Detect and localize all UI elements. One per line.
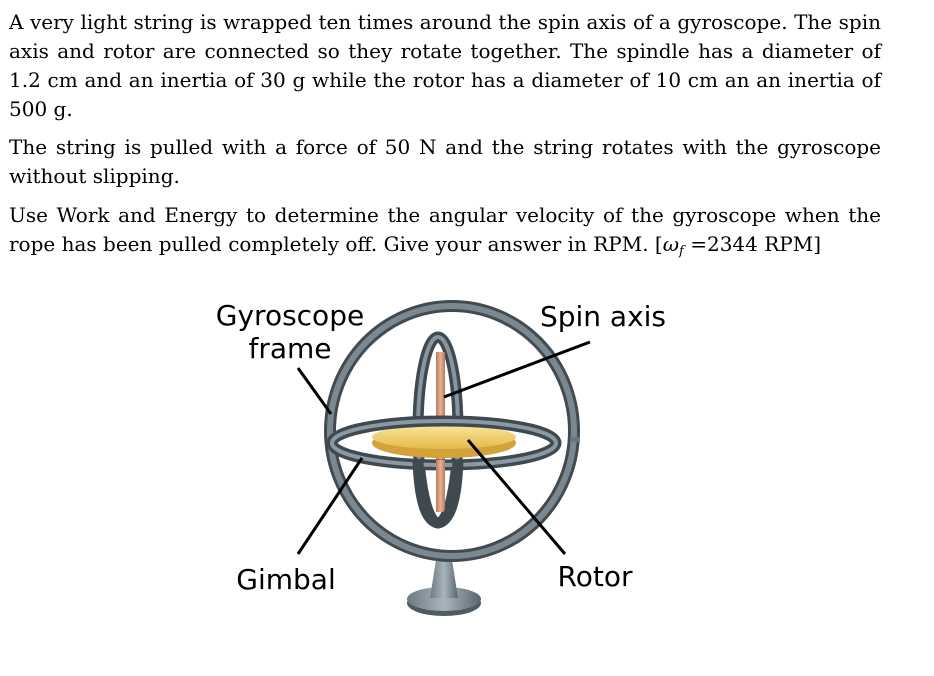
spin-axis-leader-line — [443, 340, 591, 399]
gimbal-leader-line — [296, 457, 364, 555]
leader-lines — [296, 340, 591, 555]
stand — [407, 554, 481, 616]
problem-paragraph-2: The string is pulled with a force of 50 … — [9, 135, 881, 188]
label-gyroscope-frame: Gyroscope — [216, 299, 364, 332]
gimbal-ring — [326, 415, 562, 471]
label-gyroscope-frame-line2: frame — [248, 332, 331, 365]
label-rotor: Rotor — [558, 560, 633, 593]
answer-value: =2344 RPM] — [683, 232, 822, 256]
question-text: Use Work and Energy to determine the ang… — [9, 203, 881, 256]
rotor-disk — [372, 425, 516, 458]
omega-subscript: f — [679, 244, 684, 259]
label-spin-axis: Spin axis — [540, 300, 666, 333]
omega-symbol: ω — [662, 232, 680, 256]
rotor-leader-line — [466, 439, 567, 555]
gyroscope-frame — [324, 300, 580, 562]
problem-paragraph-1: A very light string is wrapped ten times… — [9, 10, 881, 121]
spindle-lower — [436, 460, 445, 512]
frame-leader-line — [296, 367, 333, 415]
problem-paragraph-3: Use Work and Energy to determine the ang… — [9, 201, 881, 266]
inner-vertical-ring — [412, 331, 464, 529]
spindle — [436, 352, 445, 510]
label-gimbal: Gimbal — [236, 563, 335, 596]
inner-ring-front — [412, 459, 464, 529]
answer-hint: [ωf =2344 RPM] — [654, 232, 822, 259]
